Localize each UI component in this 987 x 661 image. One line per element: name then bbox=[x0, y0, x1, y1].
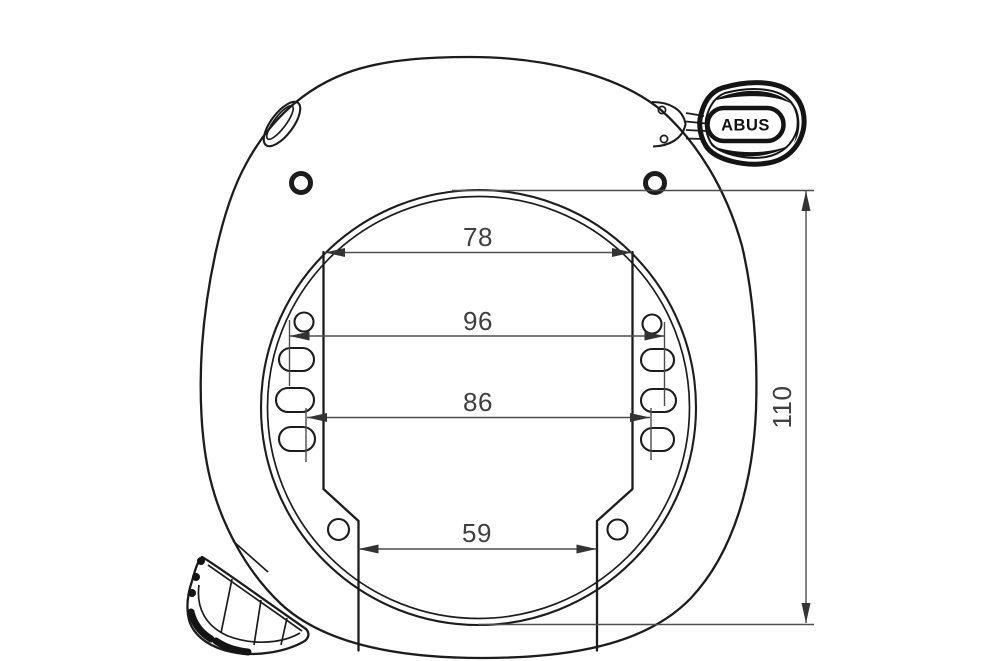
dimension-59: 59 bbox=[358, 518, 597, 554]
dimension-86-label: 86 bbox=[463, 387, 493, 417]
abus-logo-text: ABUS bbox=[721, 117, 770, 135]
mounting-leg-right bbox=[595, 250, 634, 652]
mounting-leg-left bbox=[322, 250, 360, 652]
top-left-slot bbox=[262, 100, 302, 148]
lock-body-outline bbox=[199, 55, 758, 660]
lock-lever-knob bbox=[186, 540, 310, 656]
mounting-hole-top-right bbox=[643, 171, 667, 195]
dimension-96-label: 96 bbox=[463, 306, 493, 336]
dimension-110: 110 bbox=[452, 189, 814, 626]
dimension-78: 78 bbox=[325, 222, 632, 257]
dimension-96: 96 bbox=[288, 306, 666, 406]
key-cylinder-boss bbox=[651, 100, 687, 148]
leg-hole-right bbox=[606, 518, 629, 541]
dimension-86: 86 bbox=[305, 387, 652, 462]
dimension-59-label: 59 bbox=[462, 518, 492, 548]
mounting-slots-left bbox=[274, 311, 317, 453]
key-bow-outline bbox=[697, 80, 807, 167]
dimension-110-label: 110 bbox=[767, 386, 797, 429]
mounting-slots-right bbox=[639, 313, 678, 453]
abus-key-icon: ABUS bbox=[651, 80, 807, 167]
dimension-78-label: 78 bbox=[463, 222, 493, 252]
abus-logo-badge bbox=[705, 105, 786, 144]
leg-hole-left bbox=[326, 517, 351, 542]
mounting-hole-top-left bbox=[289, 171, 313, 195]
